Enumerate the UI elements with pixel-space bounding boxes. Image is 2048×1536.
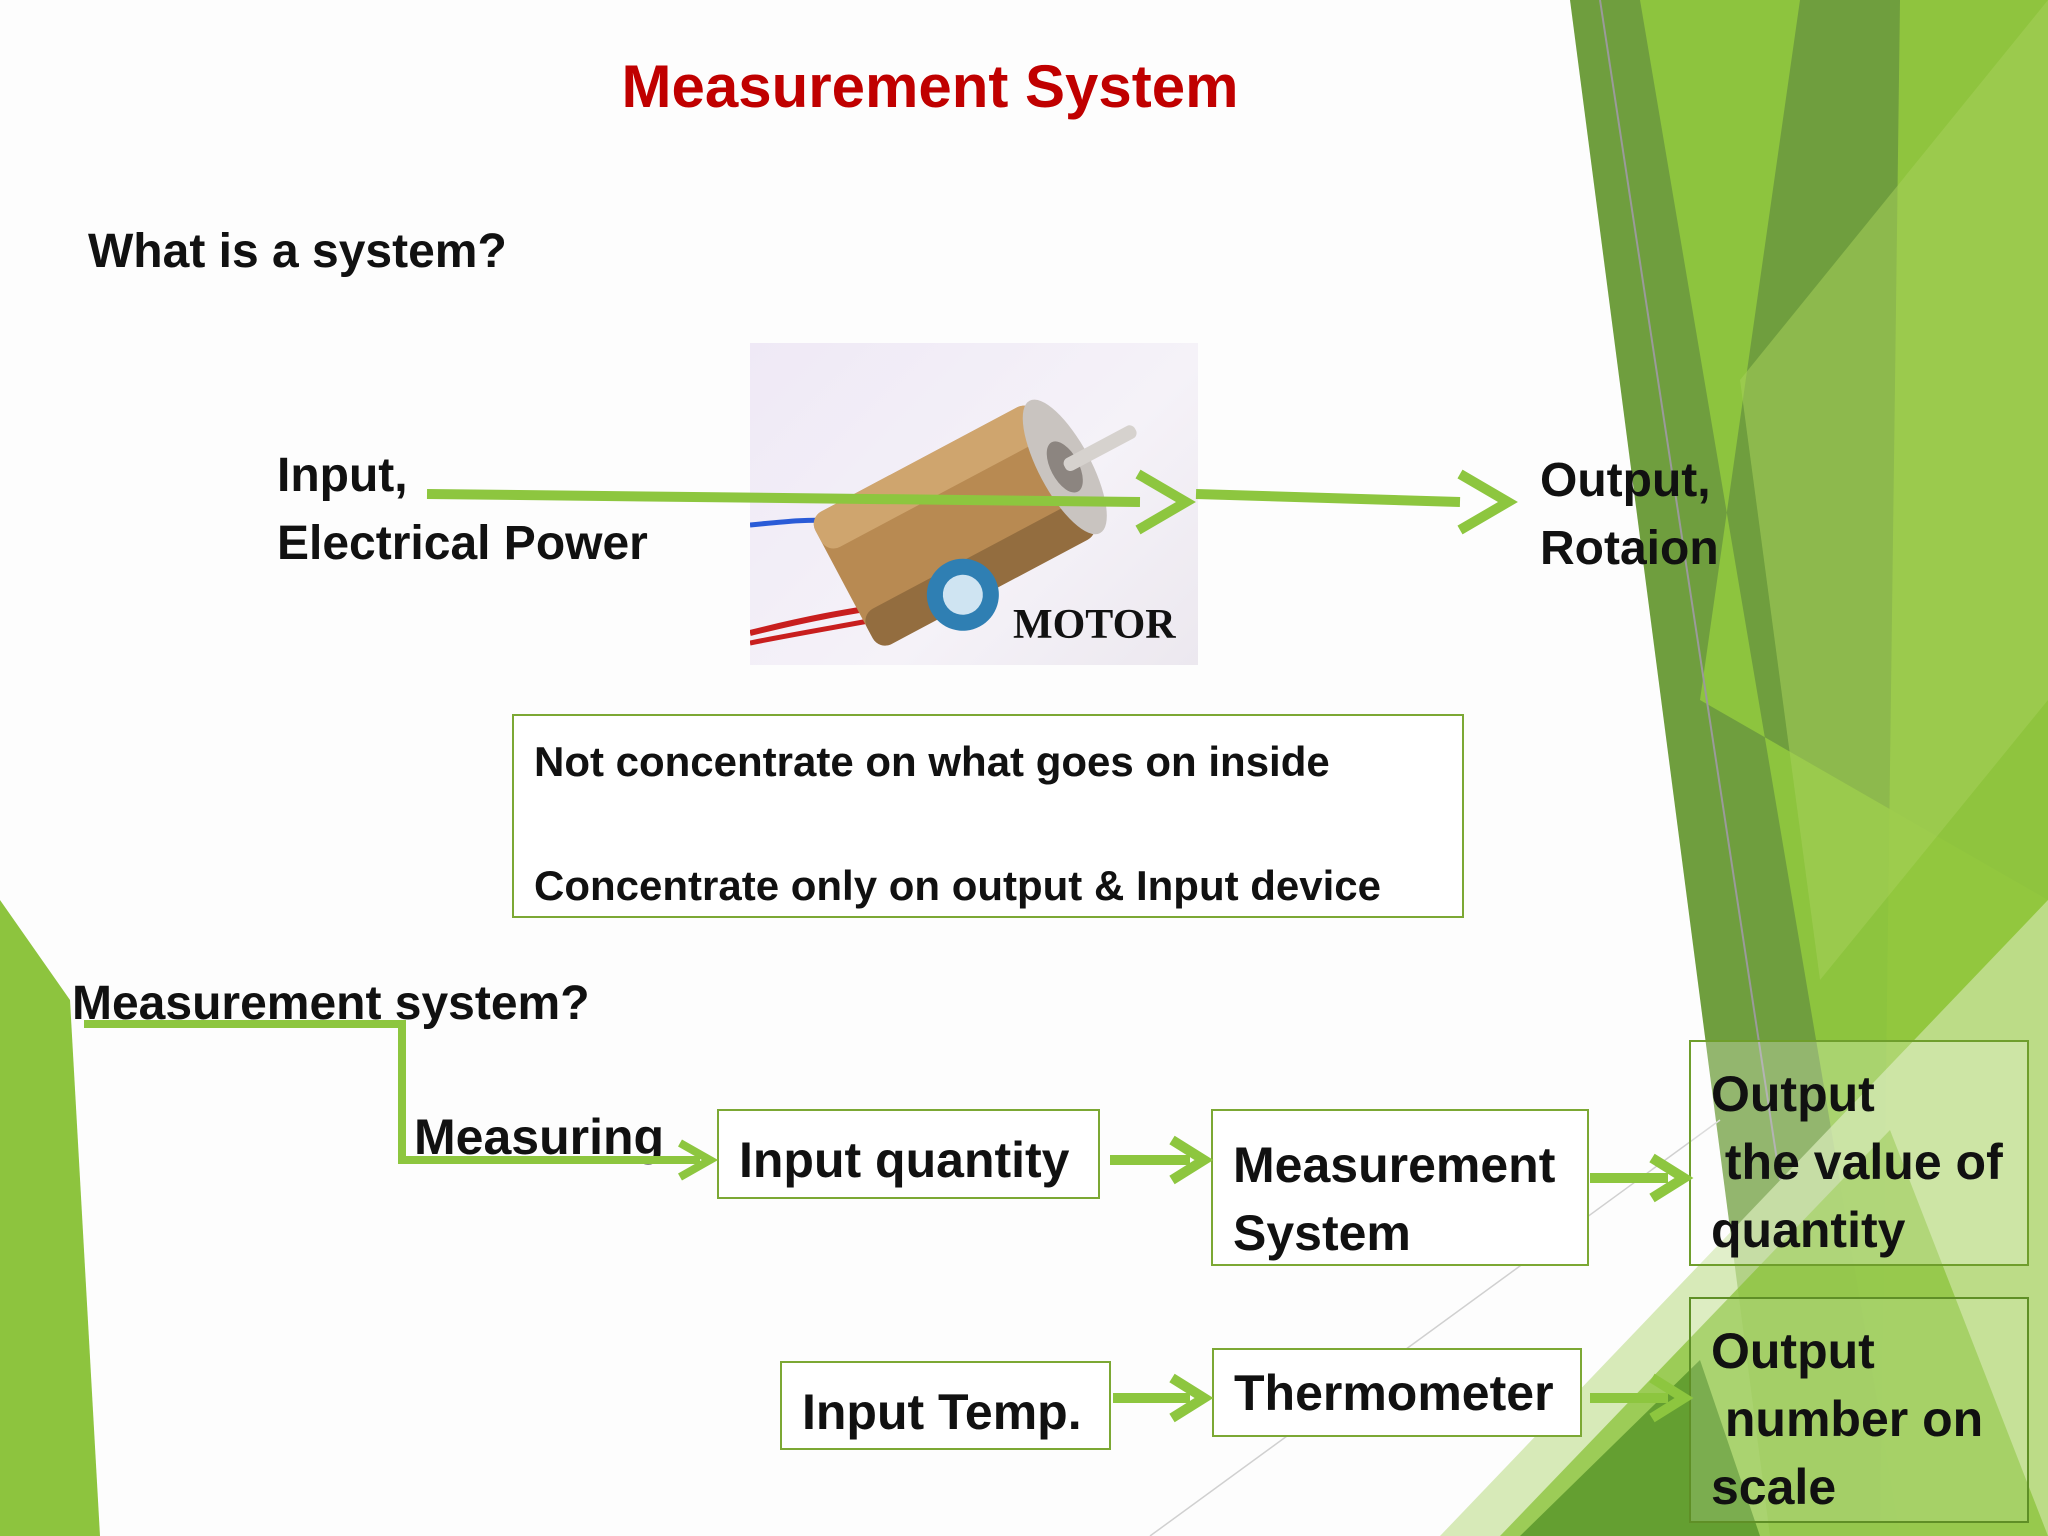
motor-icon [750, 399, 1137, 646]
note-line2: Concentrate only on output & Input devic… [534, 862, 1382, 909]
output-scale-label: Output number on scale [1711, 1323, 1984, 1515]
input-electrical-power-label: Input, Electrical Power [277, 442, 648, 578]
input-quantity-box: Input quantity [717, 1109, 1100, 1199]
note-line1: Not concentrate on what goes on inside [534, 738, 1330, 785]
output-value-box: Output the value of quantity [1689, 1040, 2029, 1266]
motor-caption: MOTOR [1013, 602, 1176, 648]
output-label-line1: Output, [1540, 454, 1711, 507]
measurement-system-box: Measurement System [1211, 1109, 1589, 1266]
output-label-line2: Rotaion [1540, 522, 1719, 575]
motor-image: MOTOR [750, 343, 1198, 665]
output-value-label: Output the value of quantity [1711, 1066, 2003, 1258]
input-temp-box: Input Temp. [780, 1361, 1111, 1450]
thermometer-box: Thermometer [1212, 1348, 1582, 1437]
input-label-line1: Input, [277, 449, 408, 502]
slide-title: Measurement System [621, 53, 1239, 120]
note-box: Not concentrate on what goes on inside C… [512, 714, 1464, 918]
measurement-system-question: Measurement system? [72, 977, 590, 1030]
input-label-line2: Electrical Power [277, 517, 648, 570]
output-rotation-label: Output, Rotaion [1540, 447, 1719, 583]
input-quantity-label: Input quantity [739, 1132, 1070, 1188]
thermometer-label: Thermometer [1234, 1365, 1554, 1421]
input-temp-label: Input Temp. [802, 1384, 1082, 1440]
output-scale-box: Output number on scale [1689, 1297, 2029, 1523]
measuring-label: Measuring [414, 1109, 665, 1165]
system-question: What is a system? [88, 225, 507, 278]
measurement-system-label: Measurement System [1233, 1137, 1556, 1261]
